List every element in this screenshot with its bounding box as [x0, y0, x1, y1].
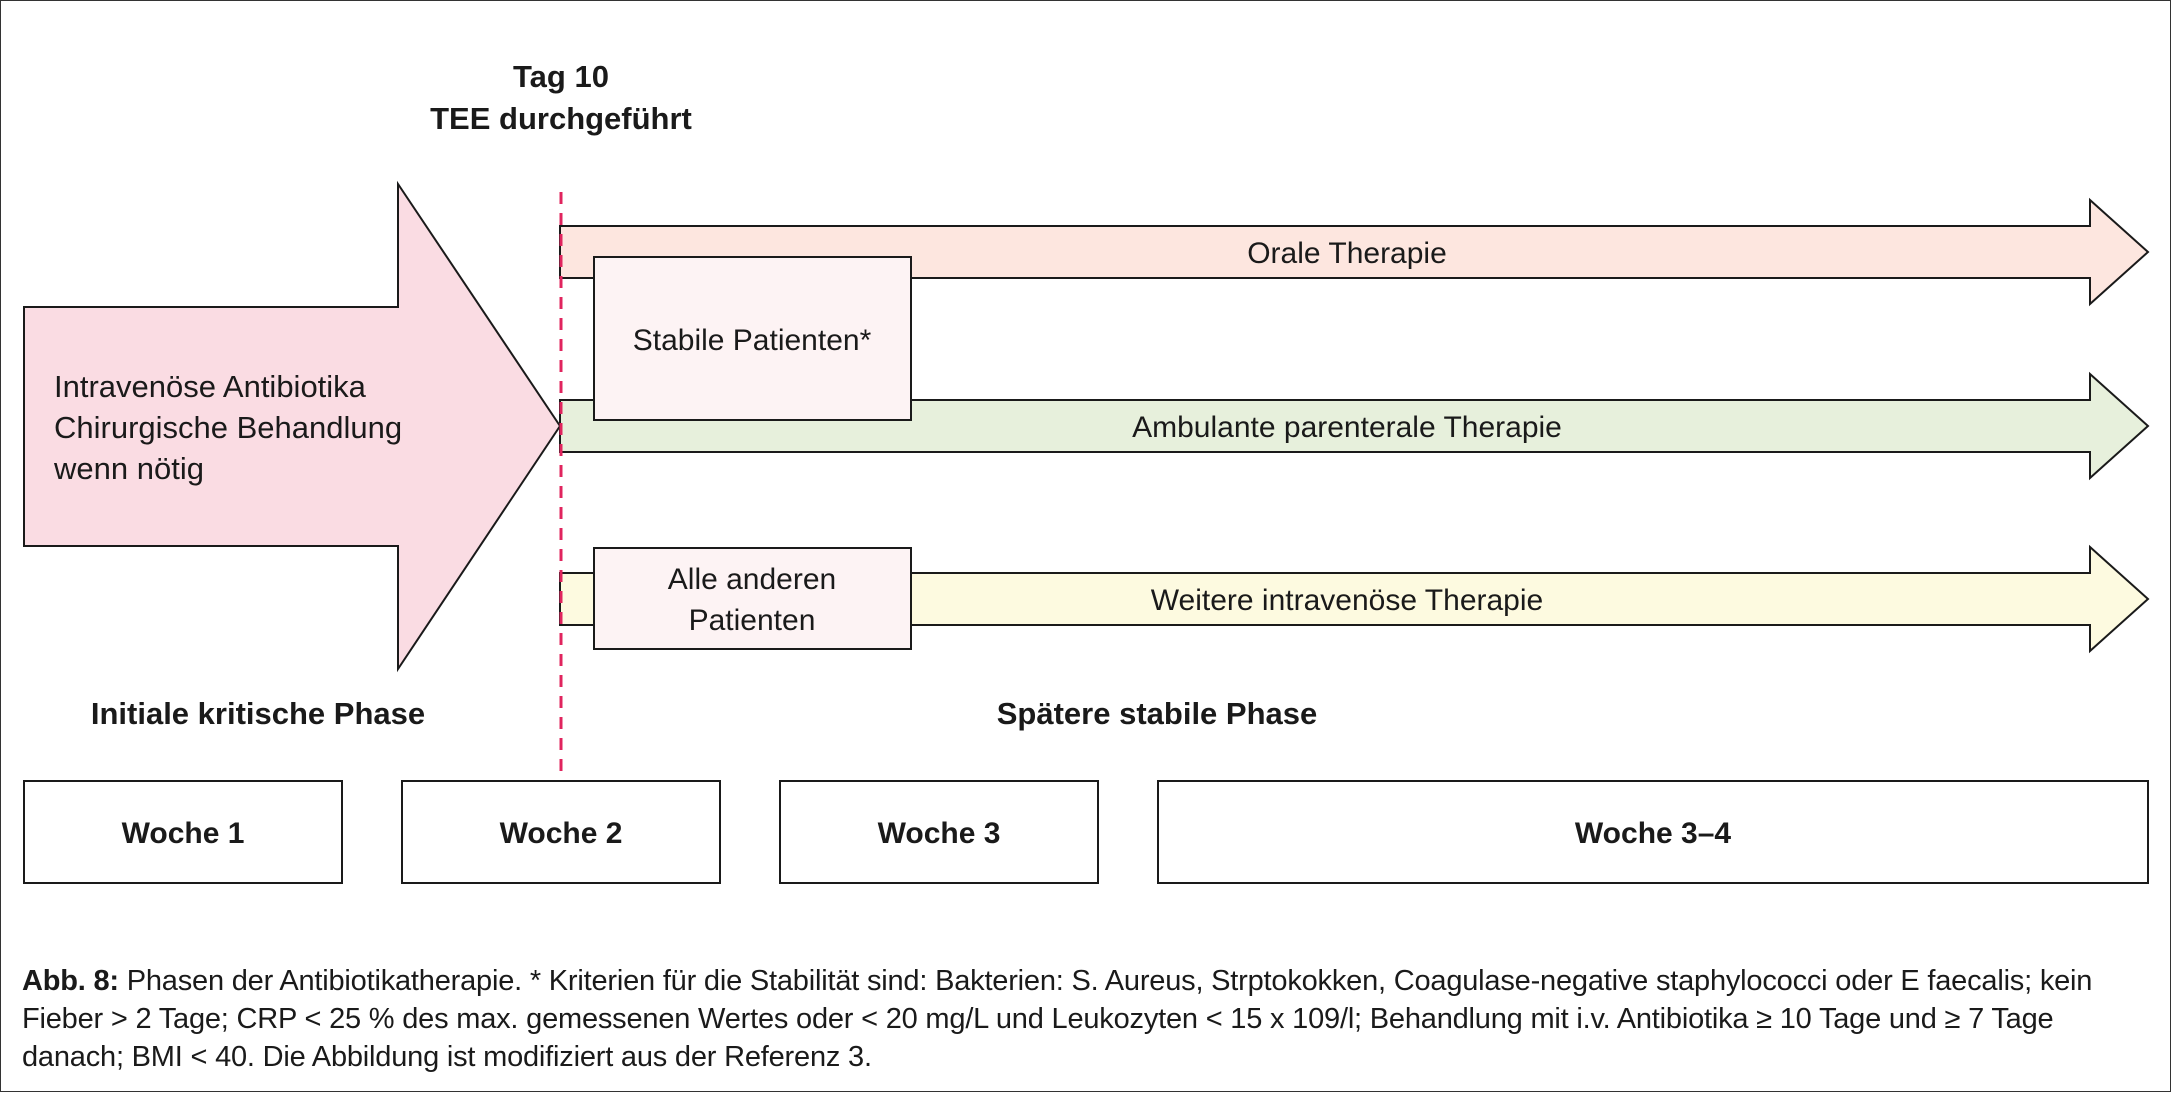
- initial-arrow-line2: Chirurgische Behandlung: [54, 410, 402, 445]
- initial-phase-label: Initiale kritische Phase: [91, 696, 425, 731]
- week-2-box: [401, 780, 721, 884]
- other-patients-label-line2: Patienten: [689, 604, 816, 637]
- other-patients-label-line1: Alle anderen: [668, 563, 836, 596]
- figure-caption: Abb. 8: Phasen der Antibiotikatherapie. …: [22, 962, 2142, 1076]
- initial-phase-arrow: [23, 180, 562, 673]
- initial-arrow-line3: wenn nötig: [53, 451, 204, 486]
- tee-label: TEE durchgeführt: [430, 101, 692, 136]
- week-2-label: Woche 2: [500, 817, 623, 850]
- week-3-4-label: Woche 3–4: [1575, 817, 1731, 850]
- week-3-label: Woche 3: [878, 817, 1001, 850]
- outpatient-parenteral-therapy-arrow: [559, 371, 2150, 481]
- stable-patients-label: Stabile Patienten*: [633, 324, 872, 357]
- caption-text: Phasen der Antibiotikatherapie. * Kriter…: [22, 965, 2093, 1073]
- caption-label: Abb. 8:: [22, 965, 119, 997]
- week-1-label: Woche 1: [122, 817, 245, 850]
- other-patients-box: [593, 547, 912, 650]
- day-label: Tag 10: [513, 59, 609, 94]
- oral-therapy-label: Orale Therapie: [1247, 237, 1447, 270]
- week-3-box: [779, 780, 1099, 884]
- week-3-4-box: [1157, 780, 2149, 884]
- outpatient-parenteral-therapy-label: Ambulante parenterale Therapie: [1132, 411, 1562, 444]
- further-iv-therapy-label: Weitere intravenöse Therapie: [1151, 584, 1543, 617]
- stable-patients-box: [593, 256, 912, 421]
- week-1-box: [23, 780, 343, 884]
- later-phase-label: Spätere stabile Phase: [997, 696, 1318, 731]
- initial-arrow-line1: Intravenöse Antibiotika: [54, 369, 367, 404]
